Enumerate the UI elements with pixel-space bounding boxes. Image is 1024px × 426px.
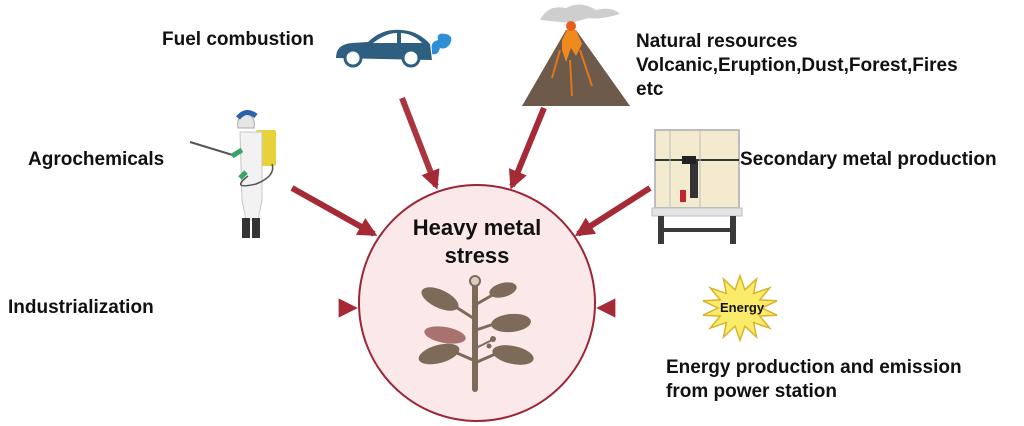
arrow-natural	[508, 106, 547, 190]
center-title: Heavy metal stress	[377, 214, 577, 270]
label-fuel-combustion: Fuel combustion	[162, 29, 314, 50]
natural-line3: etc	[636, 79, 664, 100]
center-title-line1: Heavy metal	[412, 215, 542, 240]
label-industrialization: Industrialization	[8, 297, 154, 318]
energy-line1: Energy production and emission	[666, 357, 962, 378]
center-title-line2: stress	[444, 243, 510, 268]
energy-badge-text: Energy	[720, 300, 765, 315]
label-natural-resources: Natural resources Volcanic,Eruption,Dust…	[636, 30, 958, 102]
energy-burst-icon	[702, 273, 778, 343]
natural-line1: Natural resources	[636, 31, 798, 52]
label-energy-production: Energy production and emission from powe…	[666, 356, 962, 404]
arrow-fuel	[399, 96, 440, 190]
sprayer-person-icon	[189, 110, 276, 238]
arrows	[256, 96, 692, 318]
energy-line2: from power station	[666, 381, 838, 402]
label-agrochemicals: Agrochemicals	[28, 149, 165, 170]
car-exhaust-icon	[336, 29, 452, 68]
natural-line2: Volcanic,Eruption,Dust,Forest,Fires	[636, 55, 958, 76]
arrow-agro	[290, 185, 378, 237]
arrow-secondary	[574, 185, 652, 237]
label-secondary-metal-production: Secondary metal production	[740, 149, 997, 170]
volcano-icon	[522, 4, 630, 106]
plant-icon	[418, 275, 534, 392]
fume-hood-icon	[651, 129, 743, 244]
